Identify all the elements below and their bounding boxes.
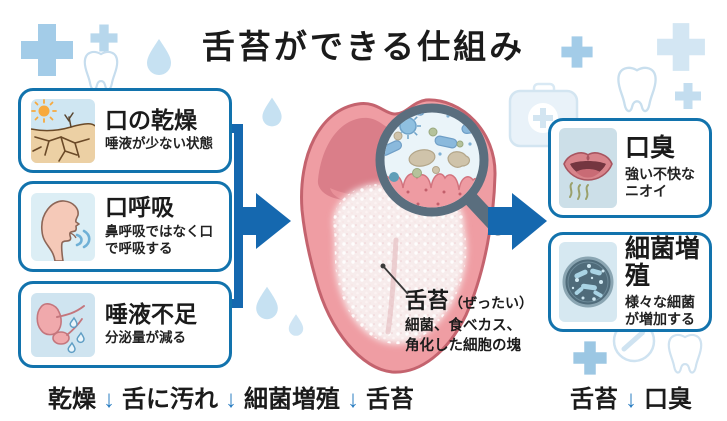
cause-box-saliva-shortage: 唾液不足 分泌量が減る xyxy=(18,281,232,368)
annotation-pointer-line xyxy=(380,263,409,295)
flow-step: 舌苔 xyxy=(570,386,618,413)
page-title: 舌苔ができる仕組み xyxy=(201,28,526,65)
down-arrow-icon: ↓ xyxy=(225,386,237,413)
result-title: 細菌増殖 xyxy=(625,234,701,290)
result-desc: 強い不快な ニオイ xyxy=(625,165,695,200)
result-box-bacteria-growth: 細菌増殖 様々な細菌 が増加する xyxy=(548,232,712,332)
flow-step: 細菌増殖 xyxy=(244,386,340,413)
bacteria-petri-dish-icon xyxy=(559,242,617,322)
tongue-coating-annotation: 舌苔（ぜったい） 細菌、食べカス、 角化した細胞の塊 xyxy=(405,283,533,356)
smelly-mouth-icon xyxy=(559,128,617,208)
down-arrow-icon: ↓ xyxy=(625,386,637,413)
tongue-illustration xyxy=(300,98,506,374)
cause-desc: 分泌量が減る xyxy=(105,330,186,346)
annotation-description: 細菌、食べカス、 角化した細胞の塊 xyxy=(405,318,521,354)
flow-step: 口臭 xyxy=(644,386,692,413)
annotation-term: 舌苔 xyxy=(405,288,450,313)
down-arrow-icon: ↓ xyxy=(347,386,359,413)
flow-step: 乾燥 xyxy=(48,386,96,413)
cause-desc: 鼻呼吸ではなく口で呼吸する xyxy=(105,223,213,256)
result-title: 口臭 xyxy=(625,134,676,163)
result-desc: 様々な細菌 が増加する xyxy=(625,293,695,328)
process-flow-left: 乾燥 ↓ 舌に汚れ ↓ 細菌増殖 ↓ 舌苔 xyxy=(48,379,414,414)
result-box-bad-breath: 口臭 強い不快な ニオイ xyxy=(548,118,712,218)
magnifier-bacteria-view xyxy=(375,103,506,236)
cause-title: 唾液不足 xyxy=(105,300,197,327)
cause-bracket-arrow xyxy=(229,124,291,308)
flow-step: 舌苔 xyxy=(366,386,414,413)
cause-title: 口の乾燥 xyxy=(105,106,197,133)
down-arrow-icon: ↓ xyxy=(103,386,115,413)
dry-cracked-earth-icon xyxy=(31,98,95,163)
flow-step: 舌に汚れ xyxy=(122,386,218,413)
salivary-gland-icon xyxy=(31,292,95,357)
mouth-breathing-face-icon xyxy=(31,192,95,261)
cause-title: 口呼吸 xyxy=(105,194,174,221)
annotation-reading: （ぜったい） xyxy=(449,295,534,311)
process-flow-right: 舌苔 ↓ 口臭 xyxy=(570,379,692,414)
result-arrow xyxy=(488,193,547,250)
cause-box-mouth-breathing: 口呼吸 鼻呼吸ではなく口で呼吸する xyxy=(18,181,232,272)
cause-box-dry-mouth: 口の乾燥 唾液が少ない状態 xyxy=(18,88,232,173)
bacteria-cluster xyxy=(384,112,480,182)
cause-desc: 唾液が少ない状態 xyxy=(105,136,213,152)
